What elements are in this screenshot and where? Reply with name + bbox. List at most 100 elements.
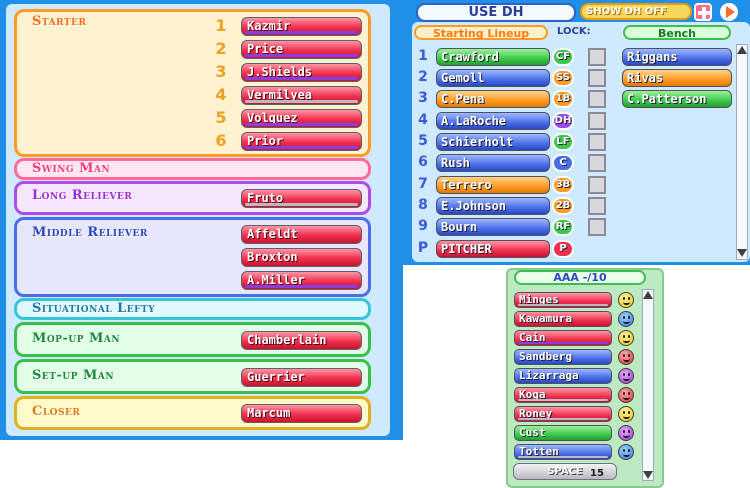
aaa-scrollbar[interactable] <box>642 289 654 481</box>
lineup-player-4[interactable]: A.LaRoche <box>436 112 550 130</box>
middle-reliever-player-2[interactable]: Broxton <box>241 248 362 267</box>
use-dh-button[interactable]: USE DH <box>416 3 576 22</box>
batting-order-number: 3 <box>418 90 428 106</box>
aaa-player-1[interactable]: Minges <box>514 292 612 308</box>
stamina-bar <box>245 285 358 288</box>
lock-checkbox[interactable] <box>588 176 606 194</box>
lock-checkbox[interactable] <box>588 48 606 66</box>
space-button[interactable]: SPACE <box>513 463 617 480</box>
player-name: J.Shields <box>247 65 313 79</box>
batting-order-number: 4 <box>418 112 428 128</box>
lineup-pitcher[interactable]: PITCHER <box>436 240 550 258</box>
lock-checkbox[interactable] <box>588 69 606 87</box>
tab-starting-lineup[interactable]: Starting Lineup <box>414 25 548 40</box>
position-badge[interactable]: DH <box>552 112 574 130</box>
lineup-player-2[interactable]: Gemoll <box>436 69 550 87</box>
bench-player-3[interactable]: C.Patterson <box>622 90 732 108</box>
starter-player-1[interactable]: Kazmir <box>241 17 362 36</box>
position-badge[interactable]: C <box>552 154 574 172</box>
stamina-bar <box>518 456 608 458</box>
player-name: A.Miller <box>247 273 305 287</box>
position-badge[interactable]: SS <box>552 69 574 87</box>
lineup-player-6[interactable]: Rush <box>436 154 550 172</box>
swing-man-section <box>14 158 371 180</box>
player-name: Roney <box>519 407 553 420</box>
condition-face-icon <box>618 330 634 346</box>
starter-slot-number: 4 <box>215 85 227 104</box>
aaa-player-7[interactable]: Roney <box>514 406 612 422</box>
position-badge[interactable]: LF <box>552 133 574 151</box>
lock-checkbox[interactable] <box>588 154 606 172</box>
starter-player-2[interactable]: Price <box>241 40 362 59</box>
lineup-player-8[interactable]: E.Johnson <box>436 197 550 215</box>
scroll-up-icon[interactable] <box>737 46 747 54</box>
lineup-player-3[interactable]: C.Pena <box>436 90 550 108</box>
position-badge[interactable]: CF <box>552 48 574 66</box>
lock-checkbox[interactable] <box>588 90 606 108</box>
bench-player-1[interactable]: Riggans <box>622 48 732 66</box>
stamina-bar <box>245 146 358 149</box>
lock-checkbox[interactable] <box>588 218 606 236</box>
aaa-player-2[interactable]: Kawamura <box>514 311 612 327</box>
batting-order-number: 9 <box>418 218 428 234</box>
player-name: Guerrier <box>247 370 305 384</box>
starter-player-6[interactable]: Prior <box>241 132 362 151</box>
scroll-down-icon[interactable] <box>643 471 653 479</box>
aaa-player-6[interactable]: Koga <box>514 387 612 403</box>
starter-slot-number: 2 <box>215 39 227 58</box>
stamina-bar <box>518 418 608 420</box>
show-dh-toggle[interactable]: SHOW DH OFF <box>580 3 692 20</box>
condition-face-icon <box>618 349 634 365</box>
long-reliever-player[interactable]: Fruto <box>241 189 362 208</box>
aaa-player-4[interactable]: Sandberg <box>514 349 612 365</box>
condition-face-icon <box>618 292 634 308</box>
aaa-player-9[interactable]: Totten <box>514 444 612 460</box>
player-name: Vermilyea <box>247 88 313 102</box>
lock-checkbox[interactable] <box>588 197 606 215</box>
position-badge[interactable]: P <box>552 240 574 258</box>
stamina-bar <box>245 203 358 206</box>
starter-slot-number: 5 <box>215 108 227 127</box>
player-name: Lizarraga <box>519 369 579 382</box>
lineup-player-7[interactable]: Terrero <box>436 176 550 194</box>
aaa-player-5[interactable]: Lizarraga <box>514 368 612 384</box>
arrow-right-icon[interactable] <box>720 3 738 21</box>
aaa-player-3[interactable]: Cain <box>514 330 612 346</box>
player-name: Cain <box>519 331 546 344</box>
batting-order-number: 7 <box>418 176 428 192</box>
plus-icon[interactable] <box>694 3 712 21</box>
closer-player[interactable]: Marcum <box>241 404 362 423</box>
starter-slot-number: 6 <box>215 131 227 150</box>
player-name: Totten <box>519 445 559 458</box>
lineup-player-1[interactable]: Crawford <box>436 48 550 66</box>
player-name: Volquez <box>247 111 298 125</box>
aaa-player-8[interactable]: Cust <box>514 425 612 441</box>
player-name: Affeldt <box>247 227 298 241</box>
starter-player-3[interactable]: J.Shields <box>241 63 362 82</box>
lineup-player-9[interactable]: Bourn <box>436 218 550 236</box>
scroll-up-icon[interactable] <box>643 291 653 299</box>
space-count: 15 <box>590 468 604 479</box>
lineup-scrollbar[interactable] <box>736 44 748 260</box>
player-name: Kawamura <box>519 312 572 325</box>
lock-checkbox[interactable] <box>588 133 606 151</box>
scroll-down-icon[interactable] <box>737 249 747 257</box>
middle-reliever-player-3[interactable]: A.Miller <box>241 271 362 290</box>
lock-checkbox[interactable] <box>588 112 606 130</box>
set-up-man-player[interactable]: Guerrier <box>241 368 362 387</box>
batting-order-number: P <box>417 240 429 256</box>
batting-order-number: 1 <box>418 48 428 64</box>
mop-up-man-player[interactable]: Chamberlain <box>241 331 362 350</box>
position-badge[interactable]: RF <box>552 218 574 236</box>
batting-order-number: 6 <box>418 154 428 170</box>
starter-player-5[interactable]: Volquez <box>241 109 362 128</box>
stamina-bar <box>518 304 608 306</box>
middle-reliever-player-1[interactable]: Affeldt <box>241 225 362 244</box>
lineup-player-5[interactable]: Schierholt <box>436 133 550 151</box>
starter-player-4[interactable]: Vermilyea <box>241 86 362 105</box>
bench-player-2[interactable]: Rivas <box>622 69 732 87</box>
position-badge[interactable]: 1B <box>552 90 574 108</box>
tab-bench[interactable]: Bench <box>623 25 731 40</box>
position-badge[interactable]: 2B <box>552 197 574 215</box>
position-badge[interactable]: 3B <box>552 176 574 194</box>
